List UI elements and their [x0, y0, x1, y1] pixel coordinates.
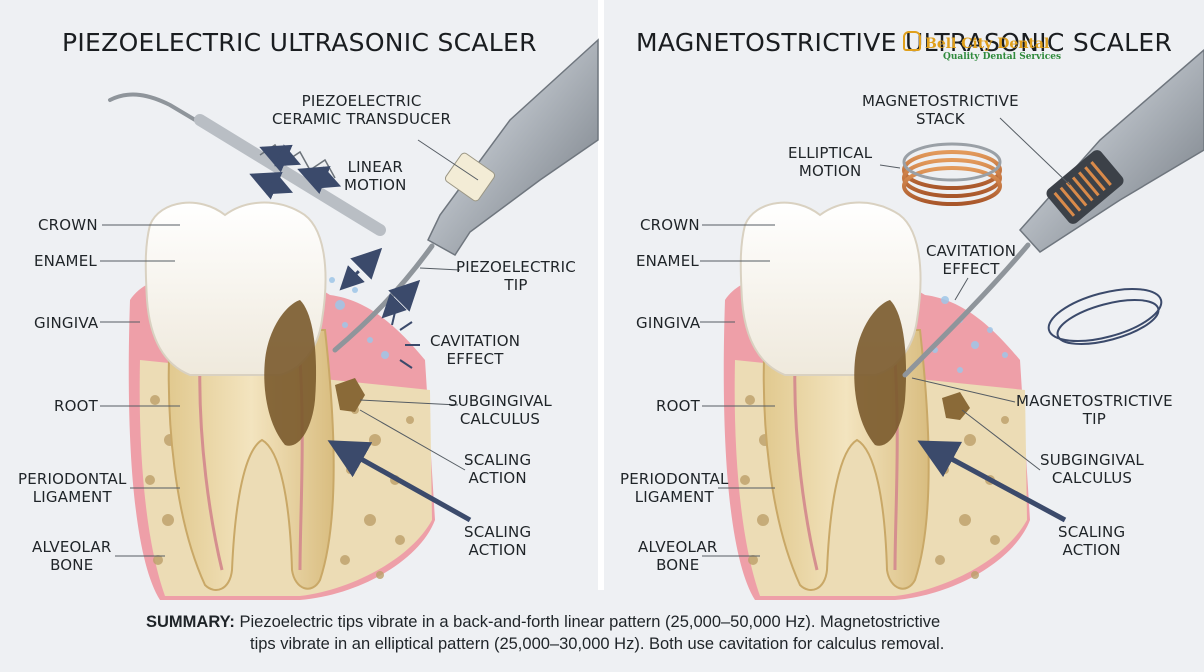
left-leader-lines — [100, 139, 479, 557]
label-enamel-right: ENAMEL — [636, 252, 699, 270]
magnetostrictive-stack — [1053, 161, 1112, 217]
subgingival-calculus-right — [942, 392, 970, 420]
calculus-deposit-right — [854, 300, 907, 446]
left-title: PIEZOELECTRIC ULTRASONIC SCALER — [62, 28, 537, 57]
pulp-canal-left-a — [198, 359, 224, 571]
cavitation-burst-left — [391, 311, 420, 369]
summary-heading: SUMMARY: — [146, 613, 235, 631]
panel-divider — [598, 0, 604, 590]
label-root-right: ROOT — [656, 397, 700, 415]
label-gingiva-left: GINGIVA — [34, 314, 99, 332]
right-tooth-illustration — [723, 201, 1030, 600]
watermark-logo: Bell City Dental Quality Dental Services — [903, 31, 1061, 62]
subgingival-calculus-left — [335, 378, 365, 412]
linear-motion-arrows — [249, 144, 421, 319]
calculus-deposit-left — [264, 300, 317, 446]
label-crown-right: CROWN — [640, 216, 700, 234]
watermark-tagline: Quality Dental Services — [943, 52, 1062, 62]
elliptical-coil — [902, 142, 1002, 206]
label-enamel-left: ENAMEL — [34, 252, 97, 270]
magneto-handpiece — [902, 49, 1204, 378]
summary-line-2: tips vibrate in an elliptical pattern (2… — [250, 635, 945, 653]
tooth-logo-icon — [903, 31, 921, 51]
label-crown-left: CROWN — [38, 216, 98, 234]
elliptical-motion-arrows — [1047, 287, 1163, 345]
piezo-handpiece — [332, 38, 599, 353]
label-root-left: ROOT — [54, 397, 98, 415]
watermark-name: Bell City Dental — [925, 36, 1050, 52]
scaling-action-arrow-right — [917, 440, 1067, 523]
left-tooth-illustration — [128, 201, 435, 600]
right-leader-lines — [700, 117, 1071, 557]
ceramic-transducer — [444, 152, 496, 202]
summary-line-1: Piezoelectric tips vibrate in a back-and… — [239, 613, 941, 631]
magneto-tip — [902, 242, 1031, 378]
scaling-action-arrow-left — [327, 440, 472, 523]
label-gingiva-right: GINGIVA — [636, 314, 701, 332]
summary-text: SUMMARY: Piezoelectric tips vibrate in a… — [146, 611, 1106, 655]
